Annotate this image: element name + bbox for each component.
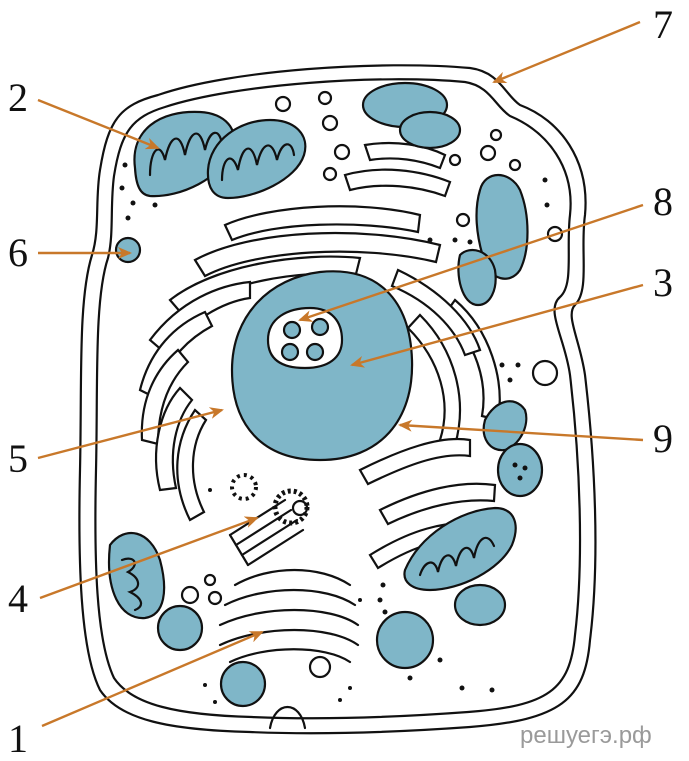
- nucleolus: [266, 306, 344, 370]
- arrow-5: [37, 407, 224, 460]
- watermark: решуегэ.рф: [520, 722, 652, 749]
- mitochondria: [108, 110, 517, 620]
- endoplasmic-reticulum: [138, 141, 501, 570]
- label-6: 6: [8, 230, 28, 275]
- label-1: 1: [8, 716, 28, 761]
- label-8: 8: [653, 179, 673, 224]
- small-vesicles: [180, 90, 564, 679]
- arrow-1: [41, 630, 264, 728]
- arrow-2: [37, 98, 160, 150]
- label-5: 5: [8, 436, 28, 481]
- label-3: 3: [653, 260, 673, 305]
- arrow-8: [298, 203, 644, 322]
- arrow-3: [350, 283, 644, 368]
- golgi-apparatus: [218, 568, 360, 664]
- arrow-7: [492, 20, 641, 84]
- label-9: 9: [653, 416, 673, 461]
- cell-membrane: [94, 78, 582, 720]
- arrow-4: [39, 516, 259, 600]
- label-4: 4: [8, 576, 28, 621]
- label-arrows: [37, 20, 644, 728]
- label-7: 7: [653, 2, 673, 47]
- label-2: 2: [8, 75, 28, 120]
- arrow-9: [398, 419, 644, 442]
- ribosomes: [119, 162, 550, 704]
